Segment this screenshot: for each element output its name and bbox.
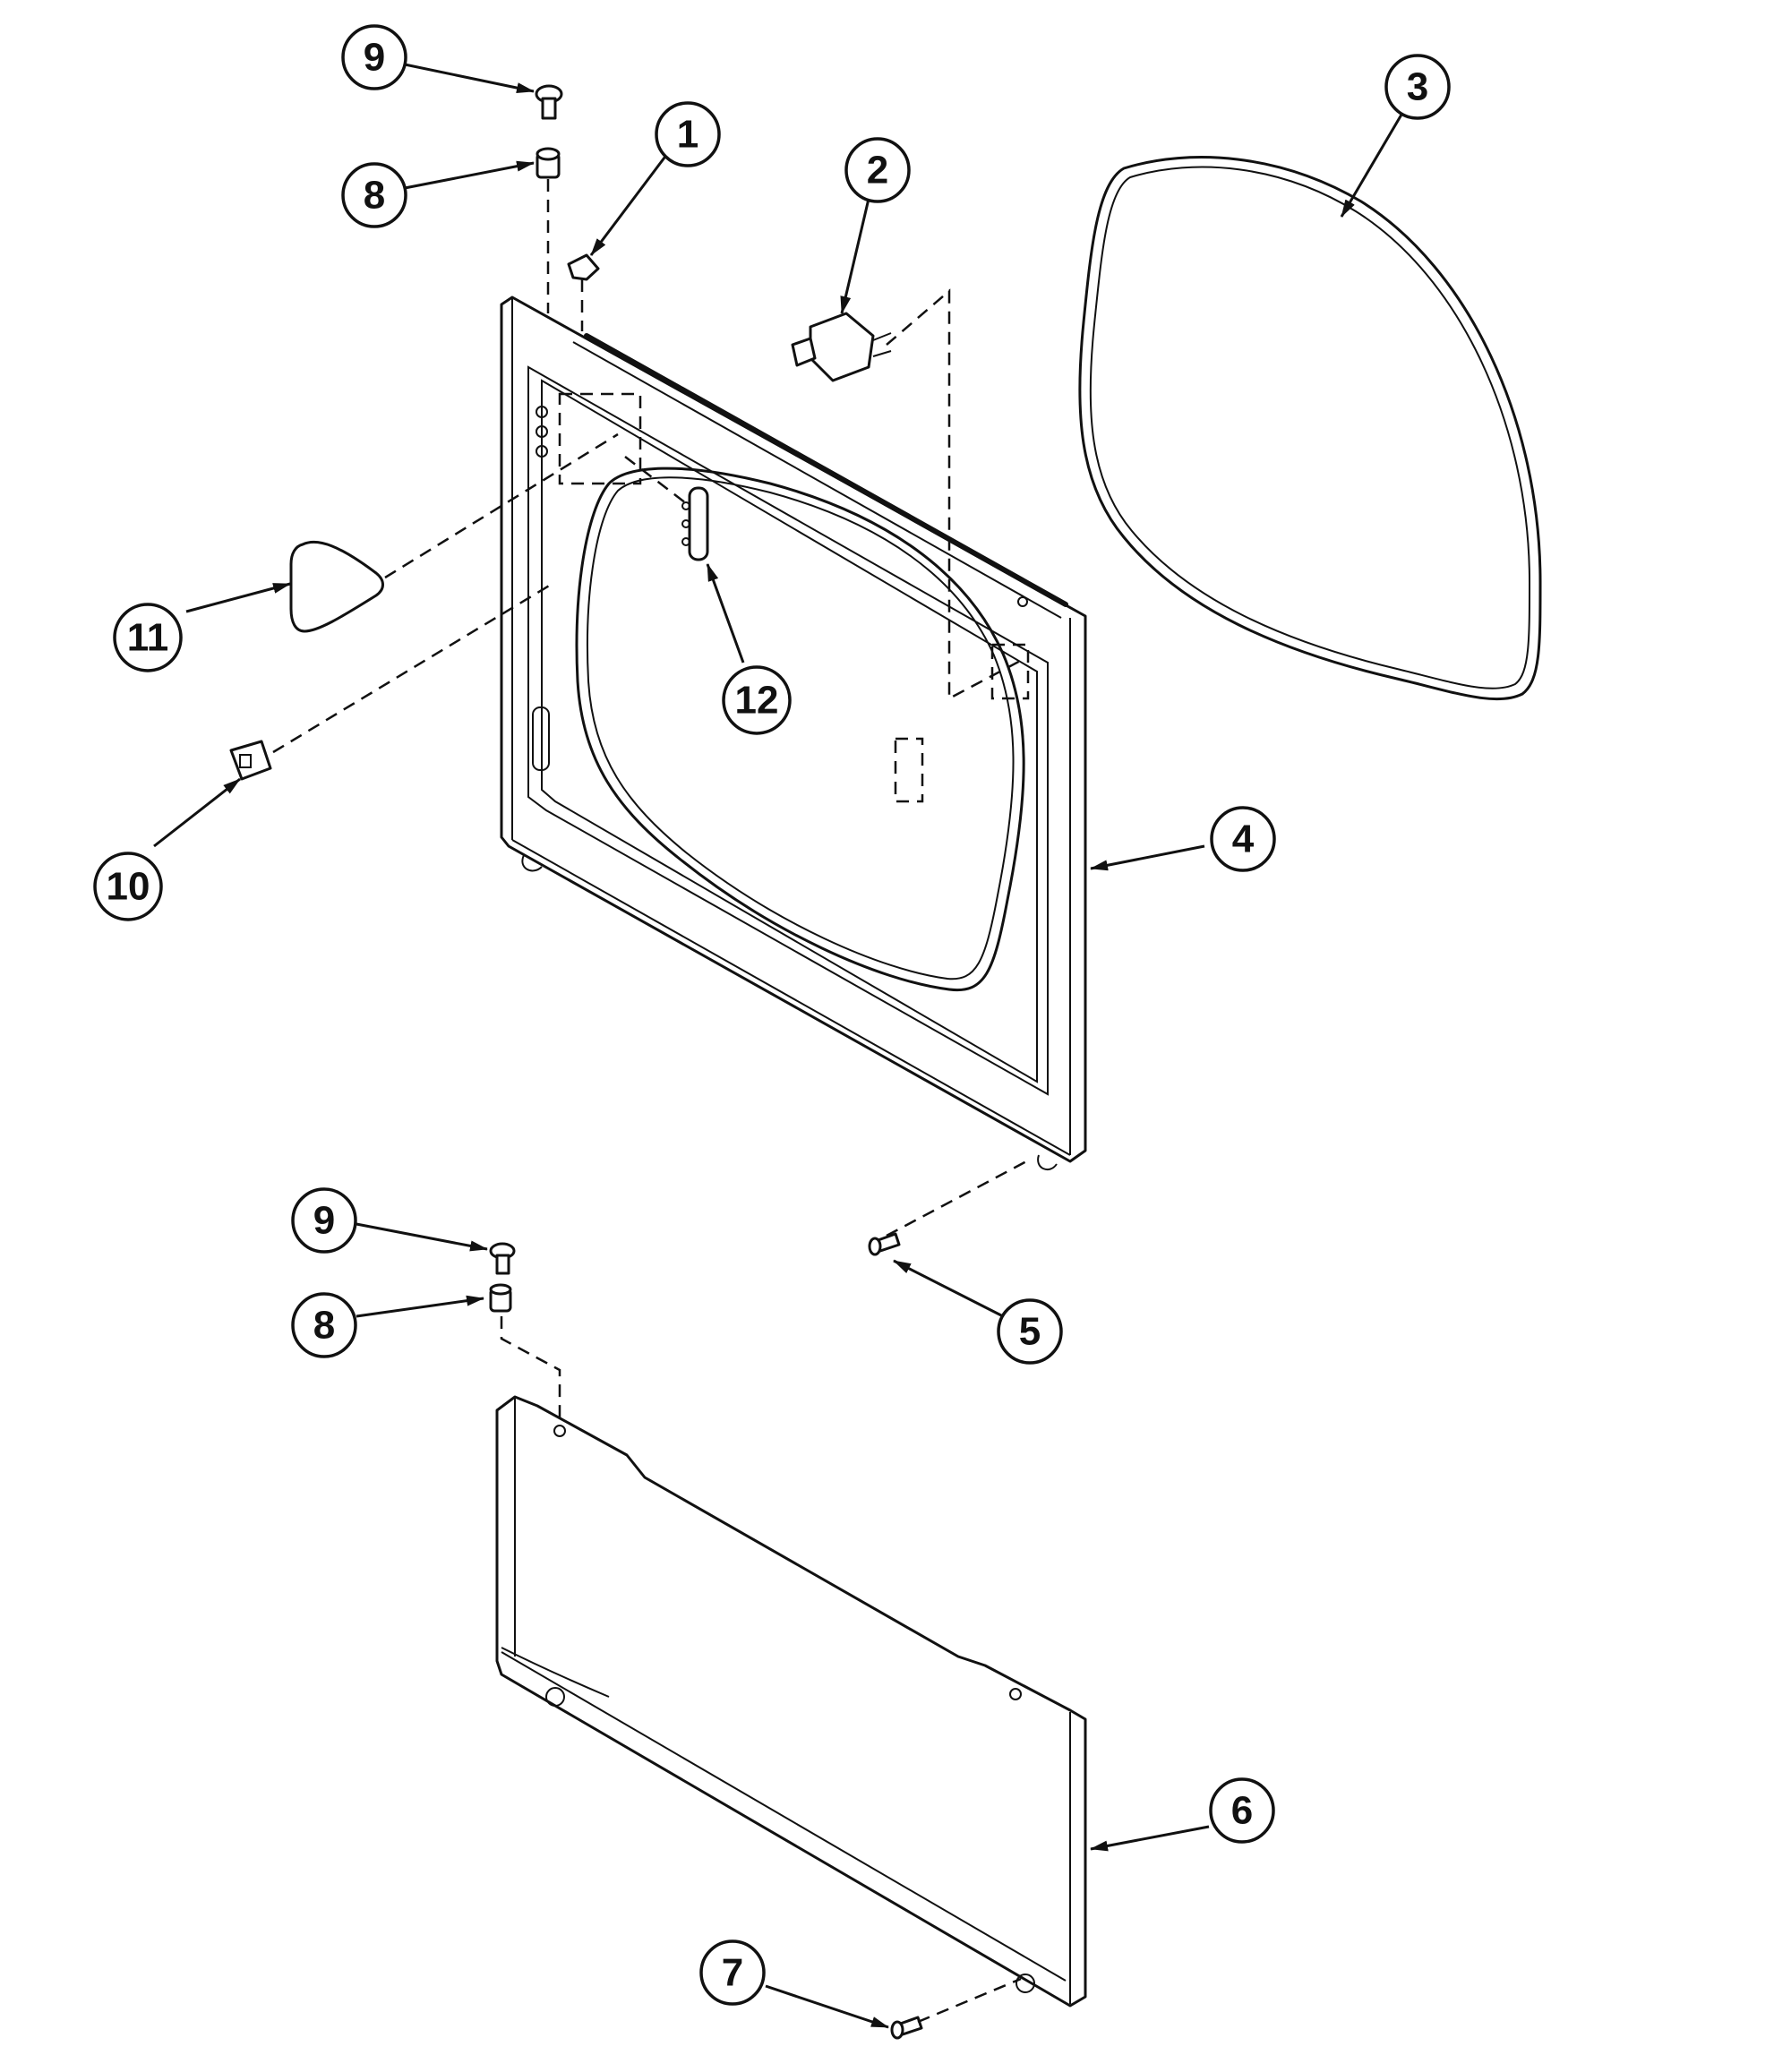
screw-7 [890,2016,923,2040]
screw-lower [489,1242,516,1275]
callout-number: 4 [1232,818,1255,861]
spacer-top [536,147,561,179]
callout-number: 10 [107,865,150,909]
callout-number: 3 [1407,65,1428,109]
callout-6: 6 [1209,1777,1275,1844]
callout-2: 2 [844,137,911,203]
callout-number: 5 [1019,1310,1041,1354]
door-catch [229,740,272,781]
callout-10: 10 [93,852,163,921]
lower-kick-panel [495,1395,1087,2008]
callout-number: 1 [677,113,698,157]
callout-number: 8 [364,174,385,218]
callout-11: 11 [113,603,183,672]
callout-12: 12 [722,665,792,735]
callout-number: 6 [1231,1789,1253,1833]
leader-arrows [153,63,1403,2029]
callout-4: 4 [1210,806,1276,872]
door-strike [681,486,709,561]
callout-1: 1 [655,101,721,167]
callout-9-top: 9 [341,24,407,90]
callout-number: 9 [364,36,385,80]
door-catch-clip [567,253,600,281]
callout-number: 2 [867,149,888,193]
callout-8-top: 8 [341,162,407,228]
screw-top [535,84,563,120]
callout-number: 8 [313,1304,335,1348]
callout-number: 11 [127,616,169,660]
assembly-lines [272,179,1031,2024]
callout-number: 9 [313,1199,335,1243]
callout-number: 7 [722,1951,743,1995]
callout-7: 7 [699,1939,766,2006]
callout-3: 3 [1384,54,1451,120]
light-lens [289,540,384,633]
spacer-lower [489,1283,512,1313]
callout-5: 5 [997,1298,1063,1365]
callout-9-lower: 9 [291,1187,357,1254]
door-switch [791,312,892,382]
callout-8-lower: 8 [291,1292,357,1358]
door-seal [1078,156,1542,701]
callout-number: 12 [735,679,779,723]
front-panel [500,295,1087,1171]
screw-5 [868,1232,901,1256]
